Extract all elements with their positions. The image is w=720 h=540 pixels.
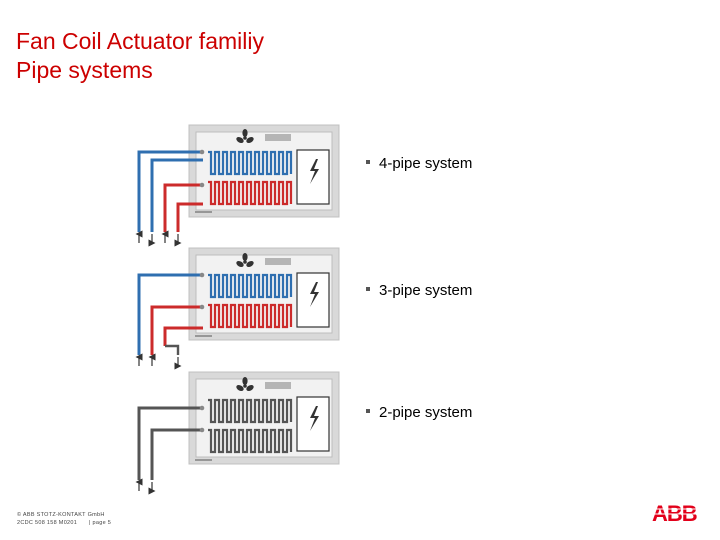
hot-coil [208,303,293,329]
cold-coil [208,273,293,299]
hot-return-pipe [176,202,203,232]
filter-bar [265,382,291,389]
page-title: Fan Coil Actuator familiy Pipe systems [16,27,264,85]
fan-icon [236,253,254,268]
footer: © ABB STOTZ-KONTAKT GmbH 2CDC 508 158 M0… [17,511,111,527]
shared-return-pipe [150,428,203,480]
shared-supply-pipe [137,406,203,480]
shared-coil-upper [208,398,293,424]
bullet-4-pipe-label: 4-pipe system [379,155,473,172]
bullet-2-pipe-label: 2-pipe system [379,404,473,421]
filter-bar [265,258,291,265]
abb-logo: ABB [652,501,704,529]
shared-coil-lower [208,428,293,454]
abb-logo-text: ABB [652,502,697,524]
unit-2-pipe [135,371,340,495]
cold-coil [208,150,293,176]
footer-doc-number: 2CDC 508 158 M0201 [17,520,78,526]
bullet-2-pipe: 2-pipe system [366,404,472,421]
cold-supply-pipe [137,273,203,355]
unit-3-pipe [135,247,340,370]
page-title-line-2: Pipe systems [16,57,153,83]
unit-4-pipe [135,124,340,247]
page-title-line-1: Fan Coil Actuator familiy [16,28,264,54]
bullet-4-pipe: 4-pipe system [366,155,472,172]
fan-icon [236,377,254,392]
footer-page: | page 5 [88,520,112,526]
shared-return-pipe [165,344,180,355]
electric-icon [310,406,319,431]
hot-supply-pipe [163,183,203,232]
bullet-square-icon [366,287,370,292]
hot-return-pipe [163,326,203,346]
cold-return-pipe [150,158,203,232]
fan-icon [236,129,254,144]
hot-coil [208,180,293,206]
hot-supply-pipe [150,305,203,355]
bullet-square-icon [366,160,370,165]
electric-icon [310,282,319,307]
bullet-3-pipe-label: 3-pipe system [379,282,473,299]
cold-supply-pipe [137,150,203,232]
bullet-square-icon [366,409,370,414]
footer-copyright: © ABB STOTZ-KONTAKT GmbH [17,512,105,518]
filter-bar [265,134,291,141]
actuator-box [296,396,330,452]
electric-icon [310,159,319,184]
bullet-3-pipe: 3-pipe system [366,282,472,299]
